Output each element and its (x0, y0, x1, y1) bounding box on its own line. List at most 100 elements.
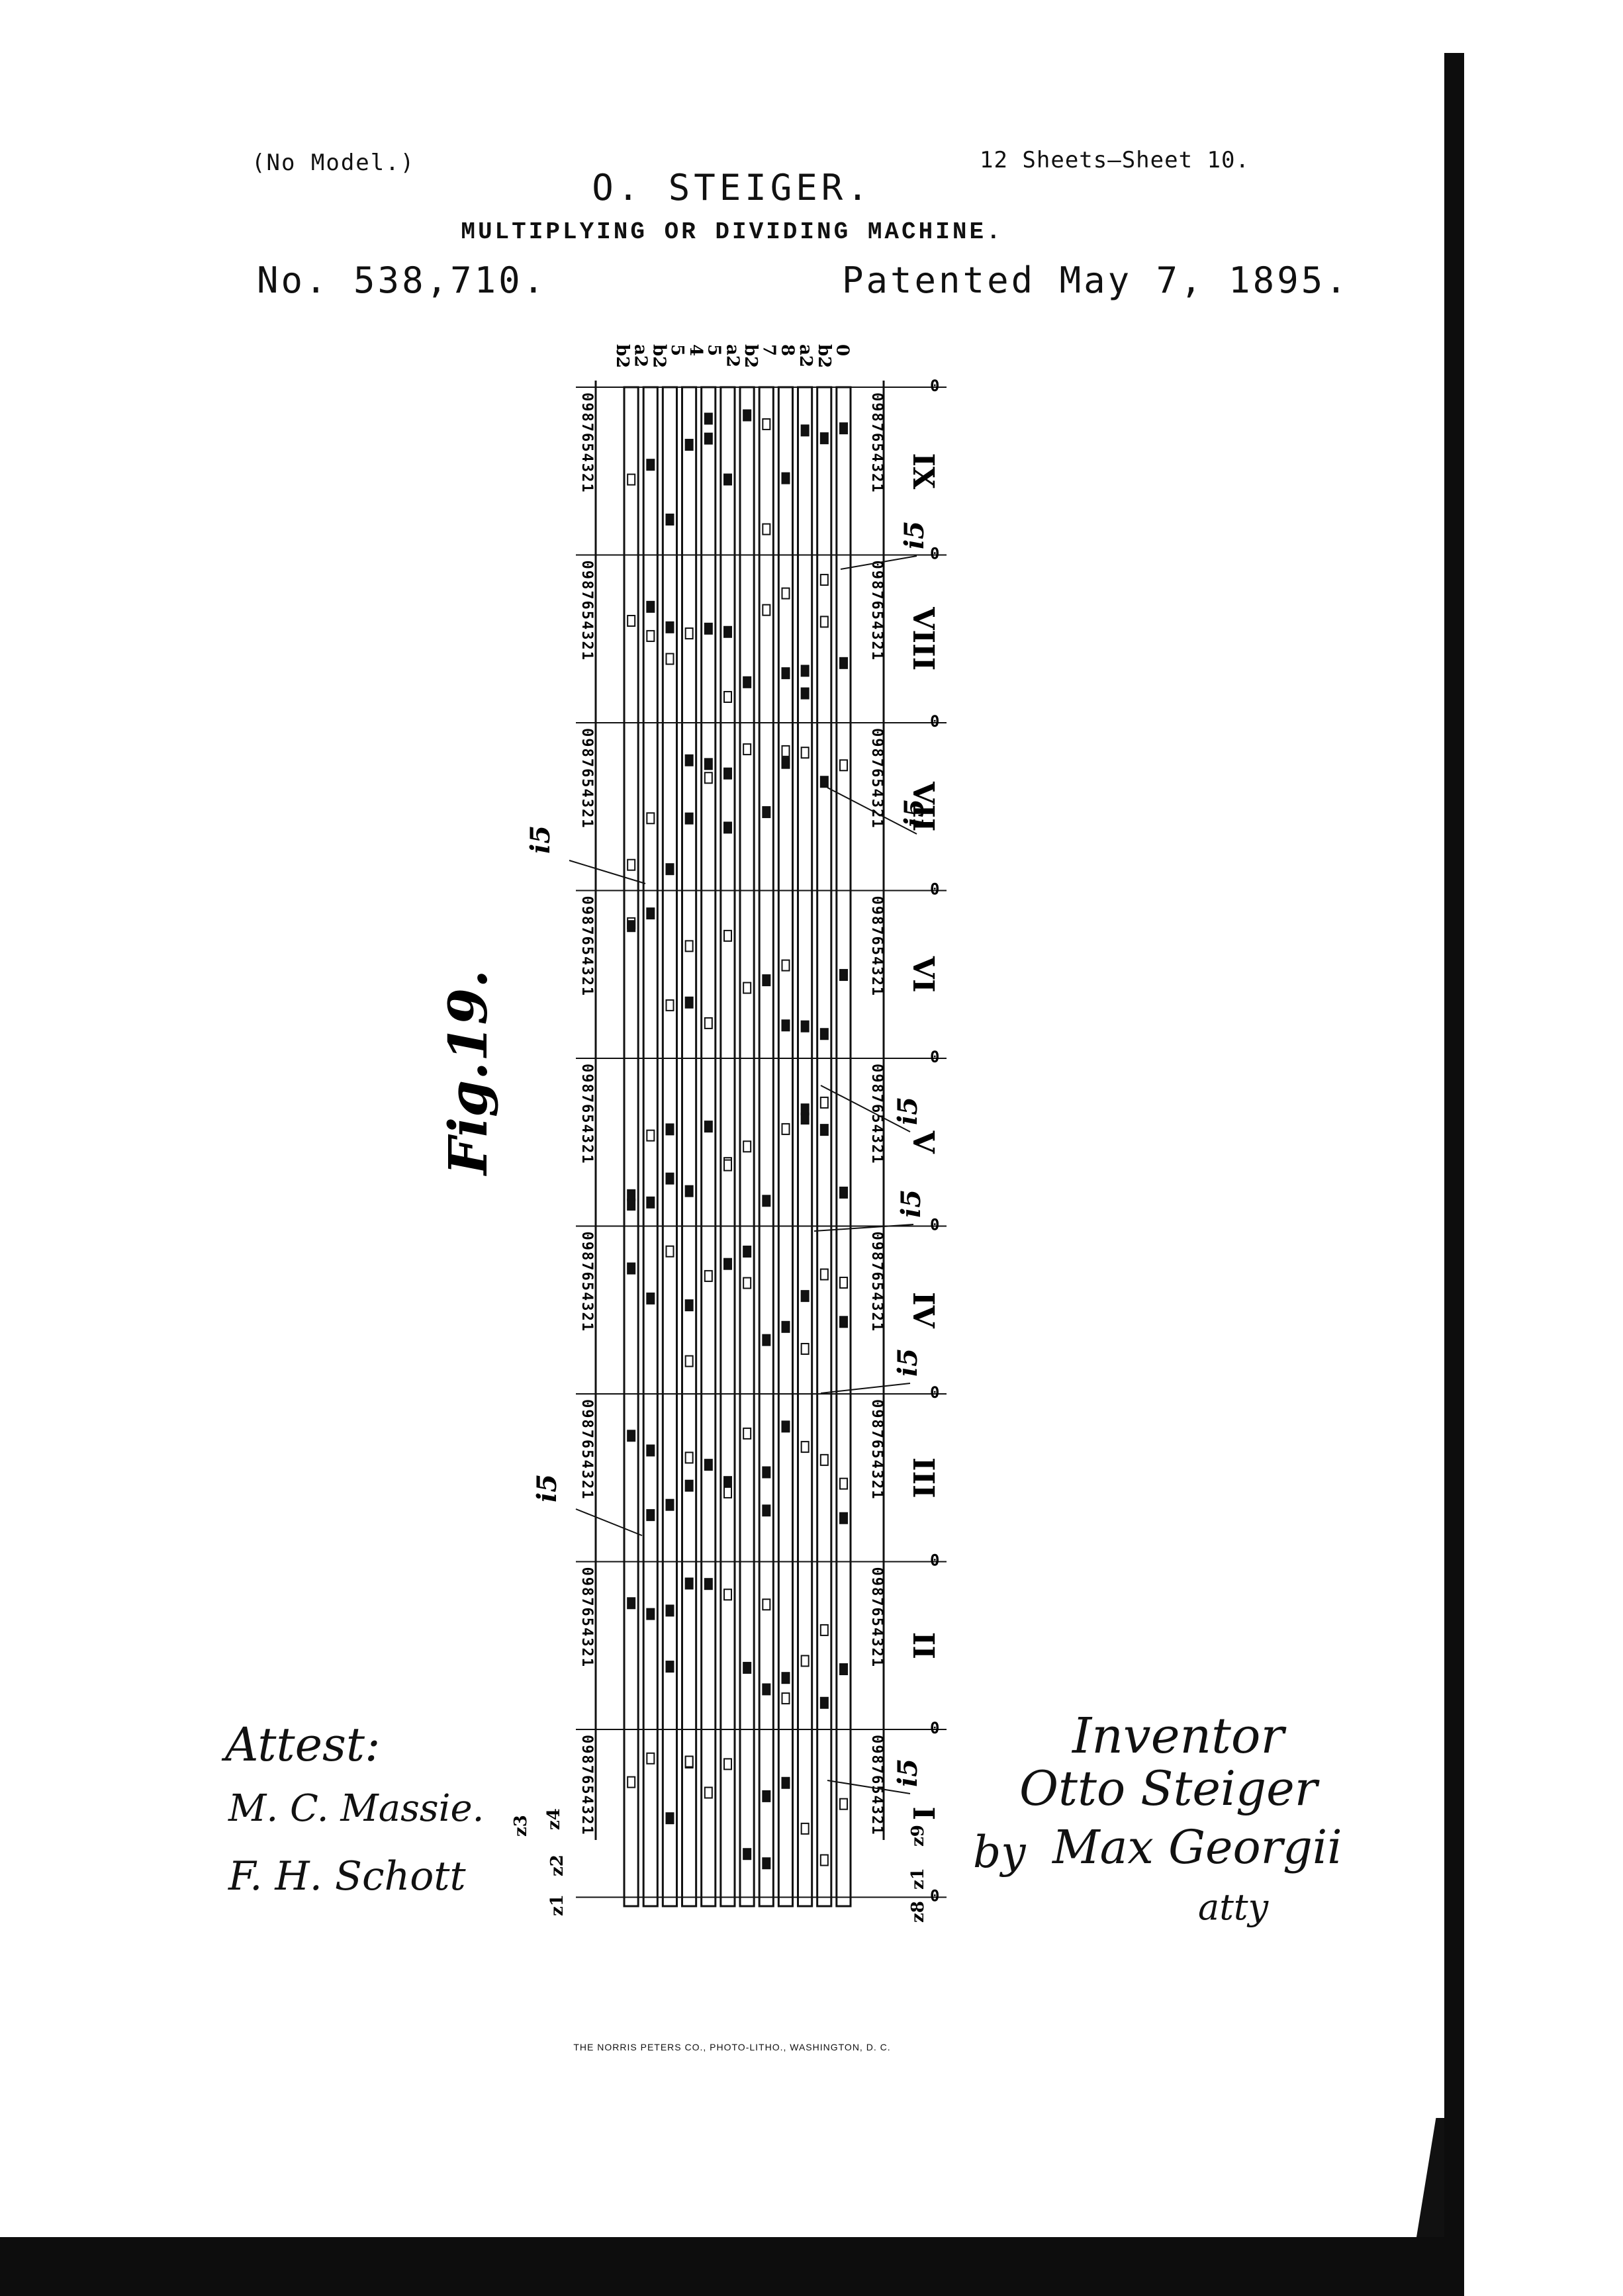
tooth-mark-filled (800, 1113, 810, 1125)
tooth-mark-hollow (723, 1486, 732, 1498)
patent-number: No. 538,710. (257, 259, 547, 301)
tooth-mark-hollow (800, 1441, 810, 1453)
attest-label: Attest: (225, 1718, 381, 1772)
digit-scale: 0987654321 (579, 1232, 595, 1332)
tooth-mark-filled (800, 1020, 810, 1033)
tooth-mark-filled (743, 1661, 752, 1674)
tooth-mark-filled (781, 1672, 790, 1684)
tooth-mark-hollow (684, 940, 694, 952)
section-grid (576, 387, 947, 1898)
tooth-mark-hollow (627, 858, 636, 871)
tooth-mark-filled (704, 622, 713, 635)
tooth-mark-hollow (743, 743, 752, 756)
reference-leader (569, 860, 646, 884)
reference-leader (575, 1508, 643, 1536)
tooth-mark-hollow (781, 587, 790, 600)
section-numeral: I (906, 1806, 940, 1820)
tooth-mark-filled (800, 687, 810, 700)
tooth-mark-filled (762, 1504, 771, 1517)
tooth-mark-filled (723, 1476, 732, 1489)
scan-edge-bottom (0, 2237, 1464, 2296)
tooth-mark-filled (646, 1608, 655, 1620)
tooth-mark-filled (704, 432, 713, 445)
tooth-mark-hollow (839, 1798, 848, 1810)
tooth-mark-filled (723, 1258, 732, 1270)
digit-scale: 0987654321 (868, 561, 885, 661)
tooth-mark-filled (800, 424, 810, 437)
section-numeral: IX (906, 453, 940, 490)
tooth-mark-filled (819, 1028, 829, 1040)
tooth-mark-hollow (743, 1277, 752, 1289)
tooth-mark-hollow (665, 999, 674, 1011)
machine-frame (594, 381, 885, 1907)
strip-label: b2 (649, 344, 669, 368)
tooth-mark-hollow (762, 523, 771, 535)
tooth-mark-filled (762, 974, 771, 987)
tooth-mark-filled (684, 754, 694, 766)
strip-label: a2 (722, 344, 742, 367)
figure-labels: 0000000000IXVIIIVIIVIVIVIIIIIIb2a2b2545a… (437, 344, 940, 1923)
reference-i5: i5 (525, 825, 556, 854)
tooth-mark-hollow (684, 627, 694, 640)
tooth-mark-filled (646, 907, 655, 920)
tooth-mark-hollow (781, 1123, 790, 1135)
tooth-mark-hollow (646, 812, 655, 825)
tooth-mark-hollow (646, 629, 655, 642)
zero-marker: 0 (930, 377, 939, 395)
digit-scale: 0987654321 (868, 728, 885, 829)
tooth-mark-filled (743, 1848, 752, 1860)
section-numeral: V (906, 1130, 940, 1154)
digit-scale: 0987654321 (868, 1735, 885, 1835)
zero-marker: 0 (930, 1719, 939, 1737)
tooth-mark-filled (665, 1661, 674, 1673)
tooth-mark-hollow (800, 1342, 810, 1355)
tooth-mark-filled (704, 412, 713, 425)
tooth-mark-hollow (800, 747, 810, 759)
section-numeral: II (906, 1632, 940, 1659)
strip-bar (700, 386, 717, 1907)
tooth-mark-filled (819, 1124, 829, 1136)
tooth-mark-hollow (800, 1822, 810, 1835)
tooth-mark-filled (704, 1459, 713, 1471)
tooth-mark-filled (819, 432, 829, 445)
tooth-mark-filled (781, 1420, 790, 1433)
bottom-ref-left: z4 (544, 1808, 564, 1830)
bottom-ref-right: z1 (908, 1868, 928, 1890)
tooth-mark-hollow (743, 982, 752, 994)
zero-marker: 0 (930, 1551, 939, 1570)
reference-i5: i5 (899, 521, 930, 549)
zero-marker: 0 (930, 1216, 939, 1234)
reference-i5: i5 (892, 1348, 923, 1377)
digit-scale: 0987654321 (579, 561, 595, 661)
tooth-mark-filled (627, 1199, 636, 1211)
tooth-mark-hollow (819, 1624, 829, 1636)
tooth-mark-filled (762, 1466, 771, 1479)
tooth-mark-filled (684, 812, 694, 825)
tooth-mark-filled (819, 1696, 829, 1709)
tooth-mark-filled (781, 667, 790, 680)
zero-marker: 0 (930, 1887, 939, 1906)
tooth-mark-filled (665, 1812, 674, 1825)
tooth-mark-filled (839, 1186, 848, 1199)
digit-scale: 0987654321 (868, 1232, 885, 1332)
digit-scale: 0987654321 (579, 1735, 595, 1835)
tooth-mark-hollow (704, 1017, 713, 1029)
digit-scale: 0987654321 (579, 392, 595, 493)
bottom-ref-right: z9 (908, 1825, 928, 1847)
tooth-mark-filled (723, 767, 732, 780)
tooth-mark-filled (723, 473, 732, 486)
tooth-mark-filled (800, 1290, 810, 1303)
tooth-mark-filled (665, 1172, 674, 1185)
tooth-mark-hollow (723, 1159, 732, 1171)
tooth-mark-hollow (627, 615, 636, 627)
sheet-info: 12 Sheets—Sheet 10. (980, 147, 1250, 173)
attorney-label: atty (1198, 1886, 1269, 1928)
tooth-mark-filled (684, 1577, 694, 1590)
section-numeral: IV (906, 1292, 940, 1329)
tooth-marks (627, 409, 848, 1870)
by-label: by (973, 1827, 1026, 1878)
tooth-mark-hollow (627, 1776, 636, 1788)
tooth-mark-hollow (665, 1245, 674, 1258)
tooth-mark-filled (665, 1123, 674, 1136)
